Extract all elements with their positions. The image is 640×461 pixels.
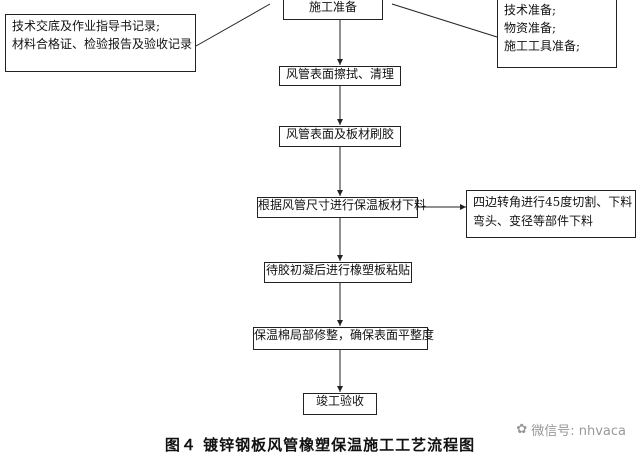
watermark-label: 微信号: nhvaca <box>531 424 626 439</box>
step-3-box: 根据风管尺寸进行保温板材下料 <box>257 197 426 218</box>
connector-start-left <box>195 3 271 47</box>
start-box-label: 施工准备 <box>308 0 357 14</box>
right-note-2: 物资准备; <box>504 21 557 35</box>
step-4-label: 待胶初凝后进行橡塑板粘贴 <box>265 263 410 277</box>
step-6-box: 竣工验收 <box>303 393 377 415</box>
left-note-1: 技术交底及作业指导书记录; <box>12 19 161 33</box>
step-2-box: 风管表面及板材刷胶 <box>279 126 401 147</box>
wechat-icon: ✿ <box>516 422 528 437</box>
left-note-2: 材料合格证、检验报告及验收记录 <box>12 37 193 51</box>
branch-note-2: 弯头、变径等部件下料 <box>473 214 594 228</box>
step-1-box: 风管表面擦拭、清理 <box>279 66 401 86</box>
start-box: 施工准备 <box>283 0 383 20</box>
step-5-label: 保温棉局部修整，确保表面平整度 <box>254 328 435 342</box>
step-4-box: 待胶初凝后进行橡塑板粘贴 <box>264 262 412 283</box>
figure-caption: 图４ 镀锌钢板风管橡塑保温施工工艺流程图 <box>164 436 476 454</box>
branch-note-box: 四边转角进行45度切割、下料 弯头、变径等部件下料 <box>466 190 636 238</box>
branch-note-1: 四边转角进行45度切割、下料 <box>473 195 633 209</box>
left-notes-box: 技术交底及作业指导书记录; 材料合格证、检验报告及验收记录 <box>5 14 196 72</box>
right-note-1: 技术准备; <box>504 3 557 17</box>
right-note-3: 施工工具准备; <box>504 39 581 53</box>
step-1-label: 风管表面擦拭、清理 <box>285 67 394 81</box>
connector-start-right <box>391 3 498 38</box>
right-notes-box: 技术准备; 物资准备; 施工工具准备; <box>497 0 617 68</box>
step-3-label: 根据风管尺寸进行保温板材下料 <box>258 198 427 212</box>
step-6-label: 竣工验收 <box>315 394 364 408</box>
step-5-box: 保温棉局部修整，确保表面平整度 <box>253 327 434 350</box>
wechat-watermark: ✿ 微信号: nhvaca <box>516 420 626 439</box>
step-2-label: 风管表面及板材刷胶 <box>285 127 394 141</box>
